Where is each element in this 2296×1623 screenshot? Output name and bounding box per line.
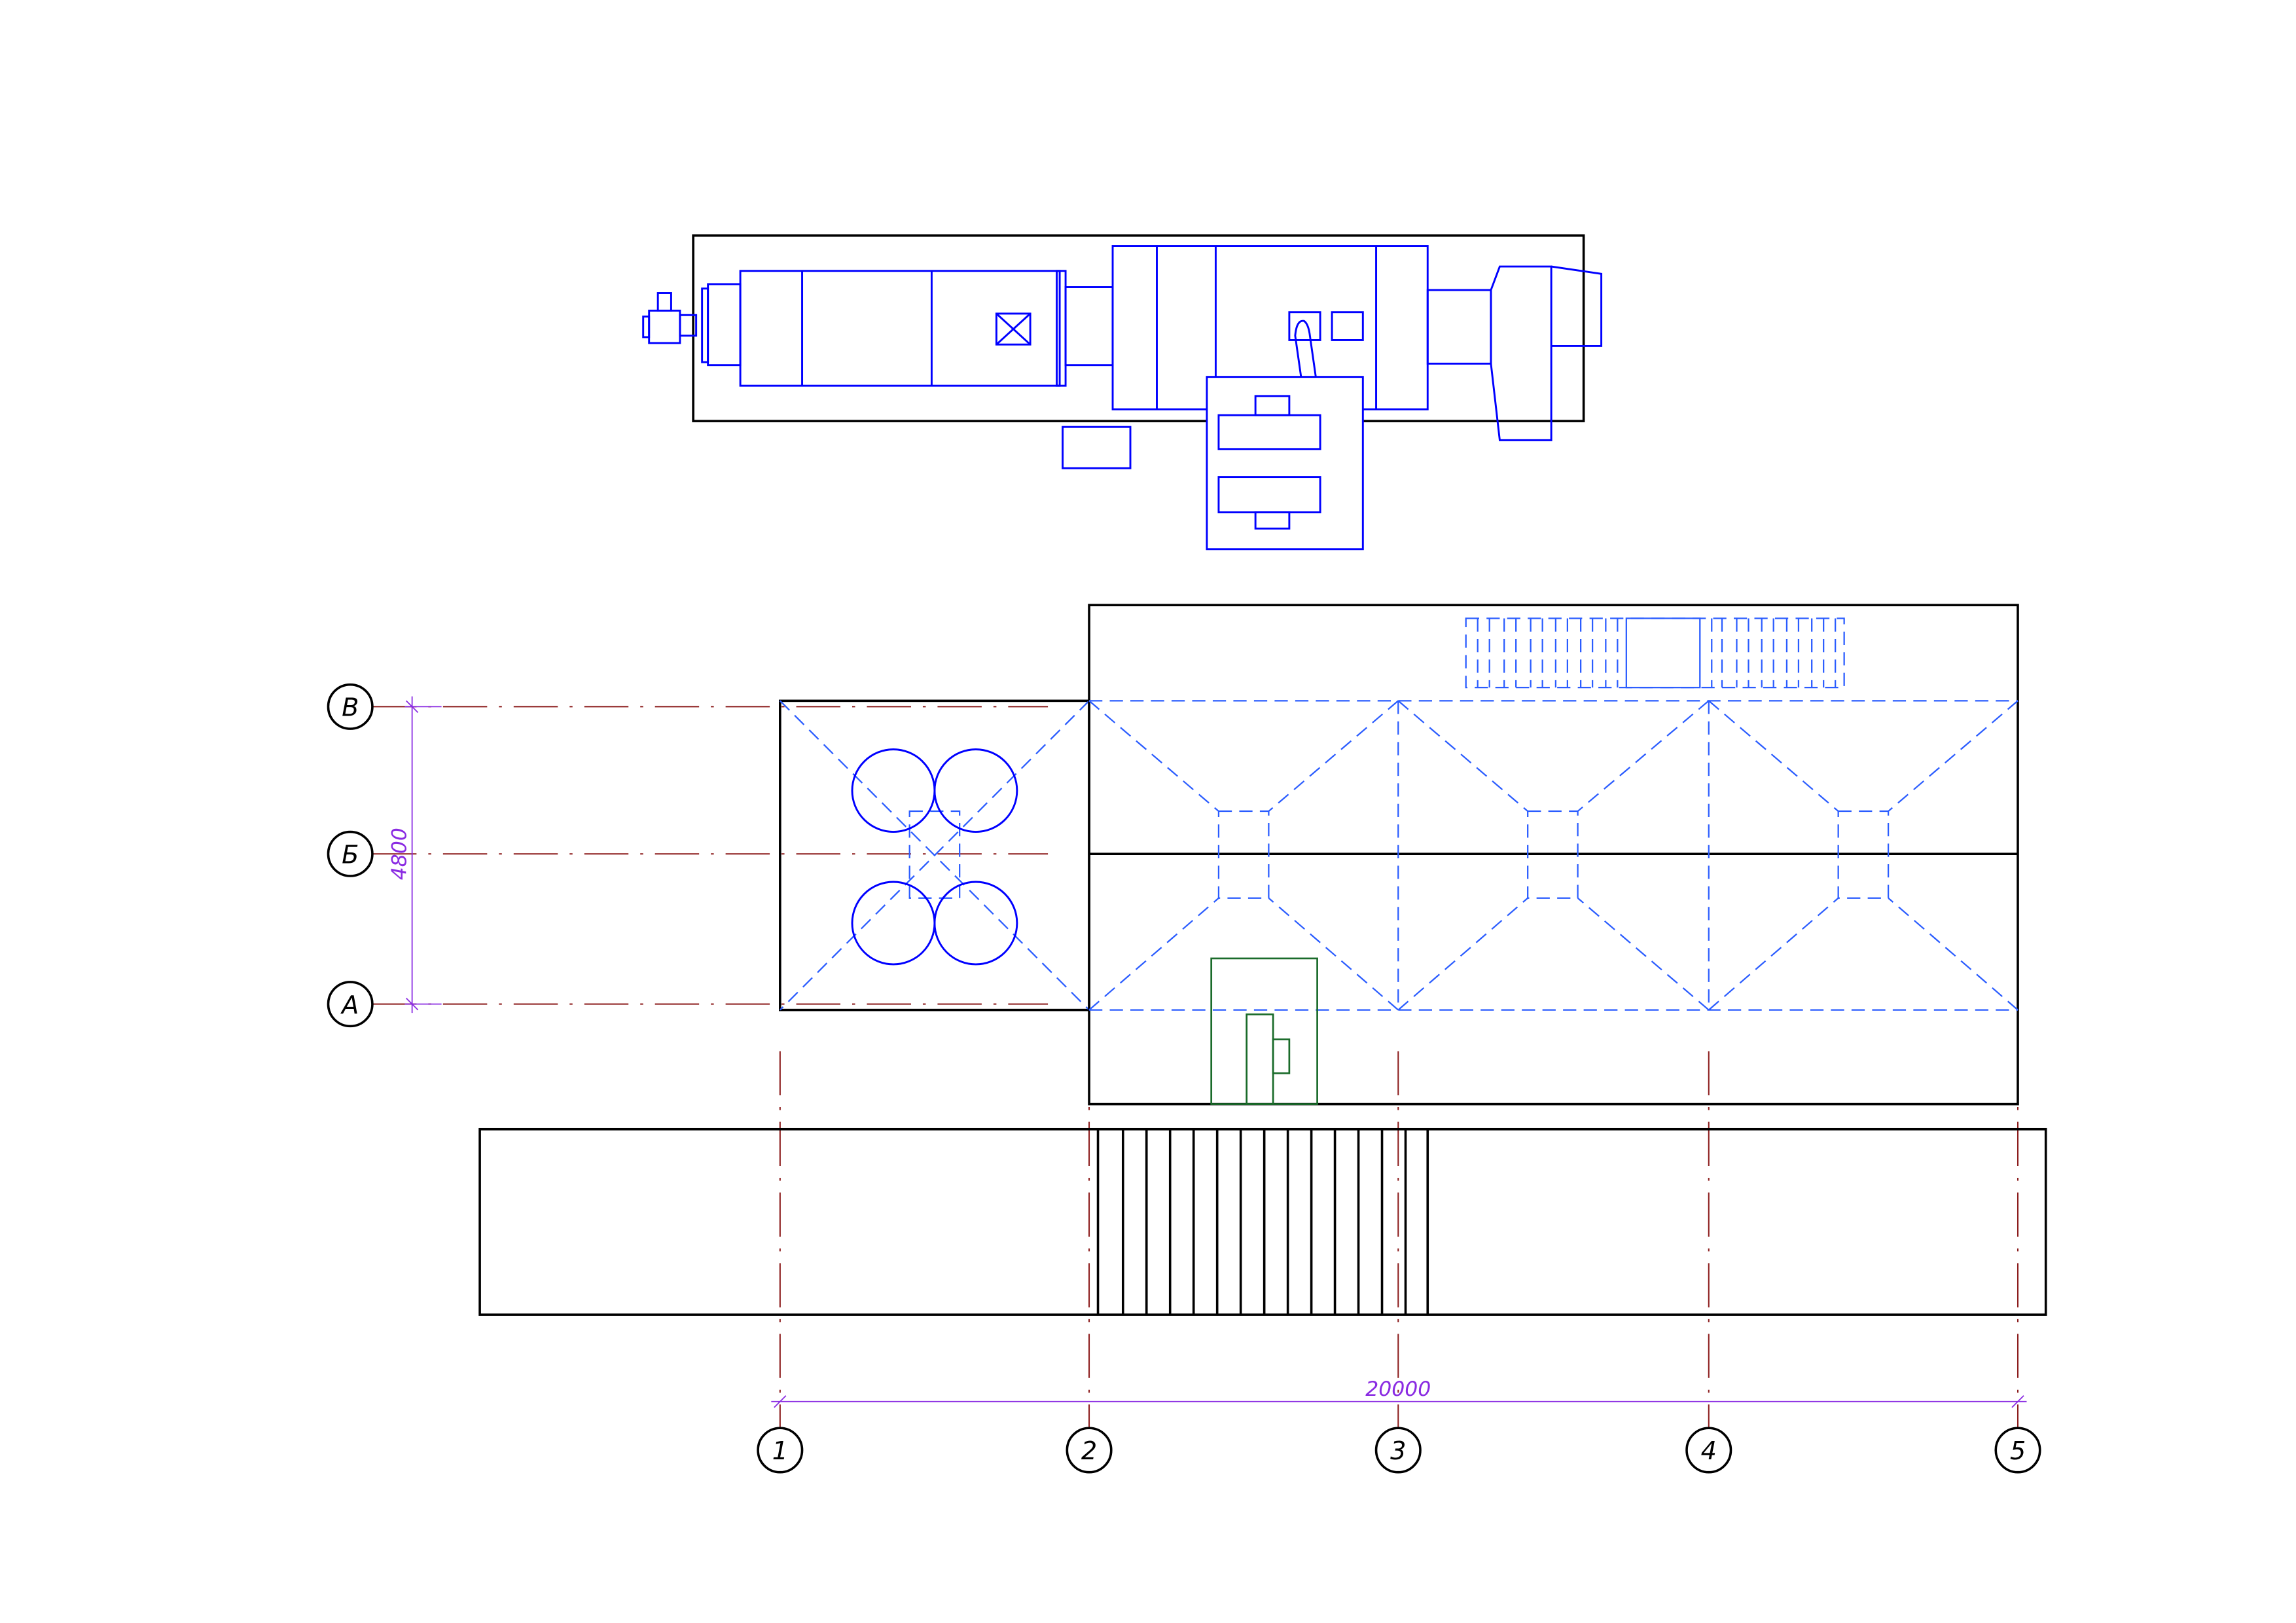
drive-motor <box>642 270 1067 387</box>
axis-marker-1: 1 <box>757 1427 804 1474</box>
platform-strip <box>478 1127 2047 1316</box>
hopper-1 <box>1088 700 1399 1011</box>
output-shaft <box>1426 289 1492 365</box>
control-cabinet <box>1206 376 1364 551</box>
column-axis-markers: 1 2 3 4 5 <box>757 1427 2041 1474</box>
hoppers-hidden-lines <box>1088 700 2018 1011</box>
machine-frame <box>692 234 1585 422</box>
axis-marker-2: 2 <box>1066 1427 1113 1474</box>
door-unit <box>1210 957 1318 1105</box>
axis-marker-b: Б <box>327 830 374 877</box>
dimension-horizontal: 20000 <box>771 1377 2027 1408</box>
axis-marker-4: 4 <box>1685 1427 1732 1474</box>
svg-text:3: 3 <box>1390 1437 1406 1466</box>
main-building <box>1088 604 2019 1106</box>
dimension-vertical: 4800 <box>388 696 442 1013</box>
annex-building <box>779 699 1090 1012</box>
hopper-2 <box>1397 700 1710 1011</box>
conveyor-rack <box>1465 617 1845 689</box>
svg-text:4: 4 <box>1701 1437 1717 1466</box>
panel-box <box>1062 426 1132 469</box>
drum-unit <box>1490 265 1603 441</box>
terminal-box-icon <box>995 312 1031 346</box>
hopper-3 <box>1708 700 2018 1011</box>
silo-tanks <box>851 748 1018 966</box>
coupling <box>1064 286 1114 367</box>
svg-text:Б: Б <box>342 841 359 870</box>
svg-text:4800: 4800 <box>388 828 412 880</box>
svg-text:А: А <box>340 991 359 1020</box>
axis-marker-3: 3 <box>1374 1427 1422 1474</box>
axis-grid <box>372 706 2019 1429</box>
row-axis-markers: В Б А <box>327 683 374 1028</box>
svg-text:20000: 20000 <box>1365 1377 1431 1401</box>
svg-text:5: 5 <box>2010 1437 2026 1466</box>
axis-marker-5: 5 <box>1994 1427 2041 1474</box>
axis-marker-a: А <box>327 981 374 1028</box>
stair-treads <box>1096 1129 1429 1315</box>
axis-marker-v: В <box>327 683 374 730</box>
svg-text:В: В <box>342 694 359 723</box>
svg-text:2: 2 <box>1081 1437 1097 1466</box>
svg-text:1: 1 <box>772 1437 788 1466</box>
machine-assembly <box>642 234 1603 551</box>
